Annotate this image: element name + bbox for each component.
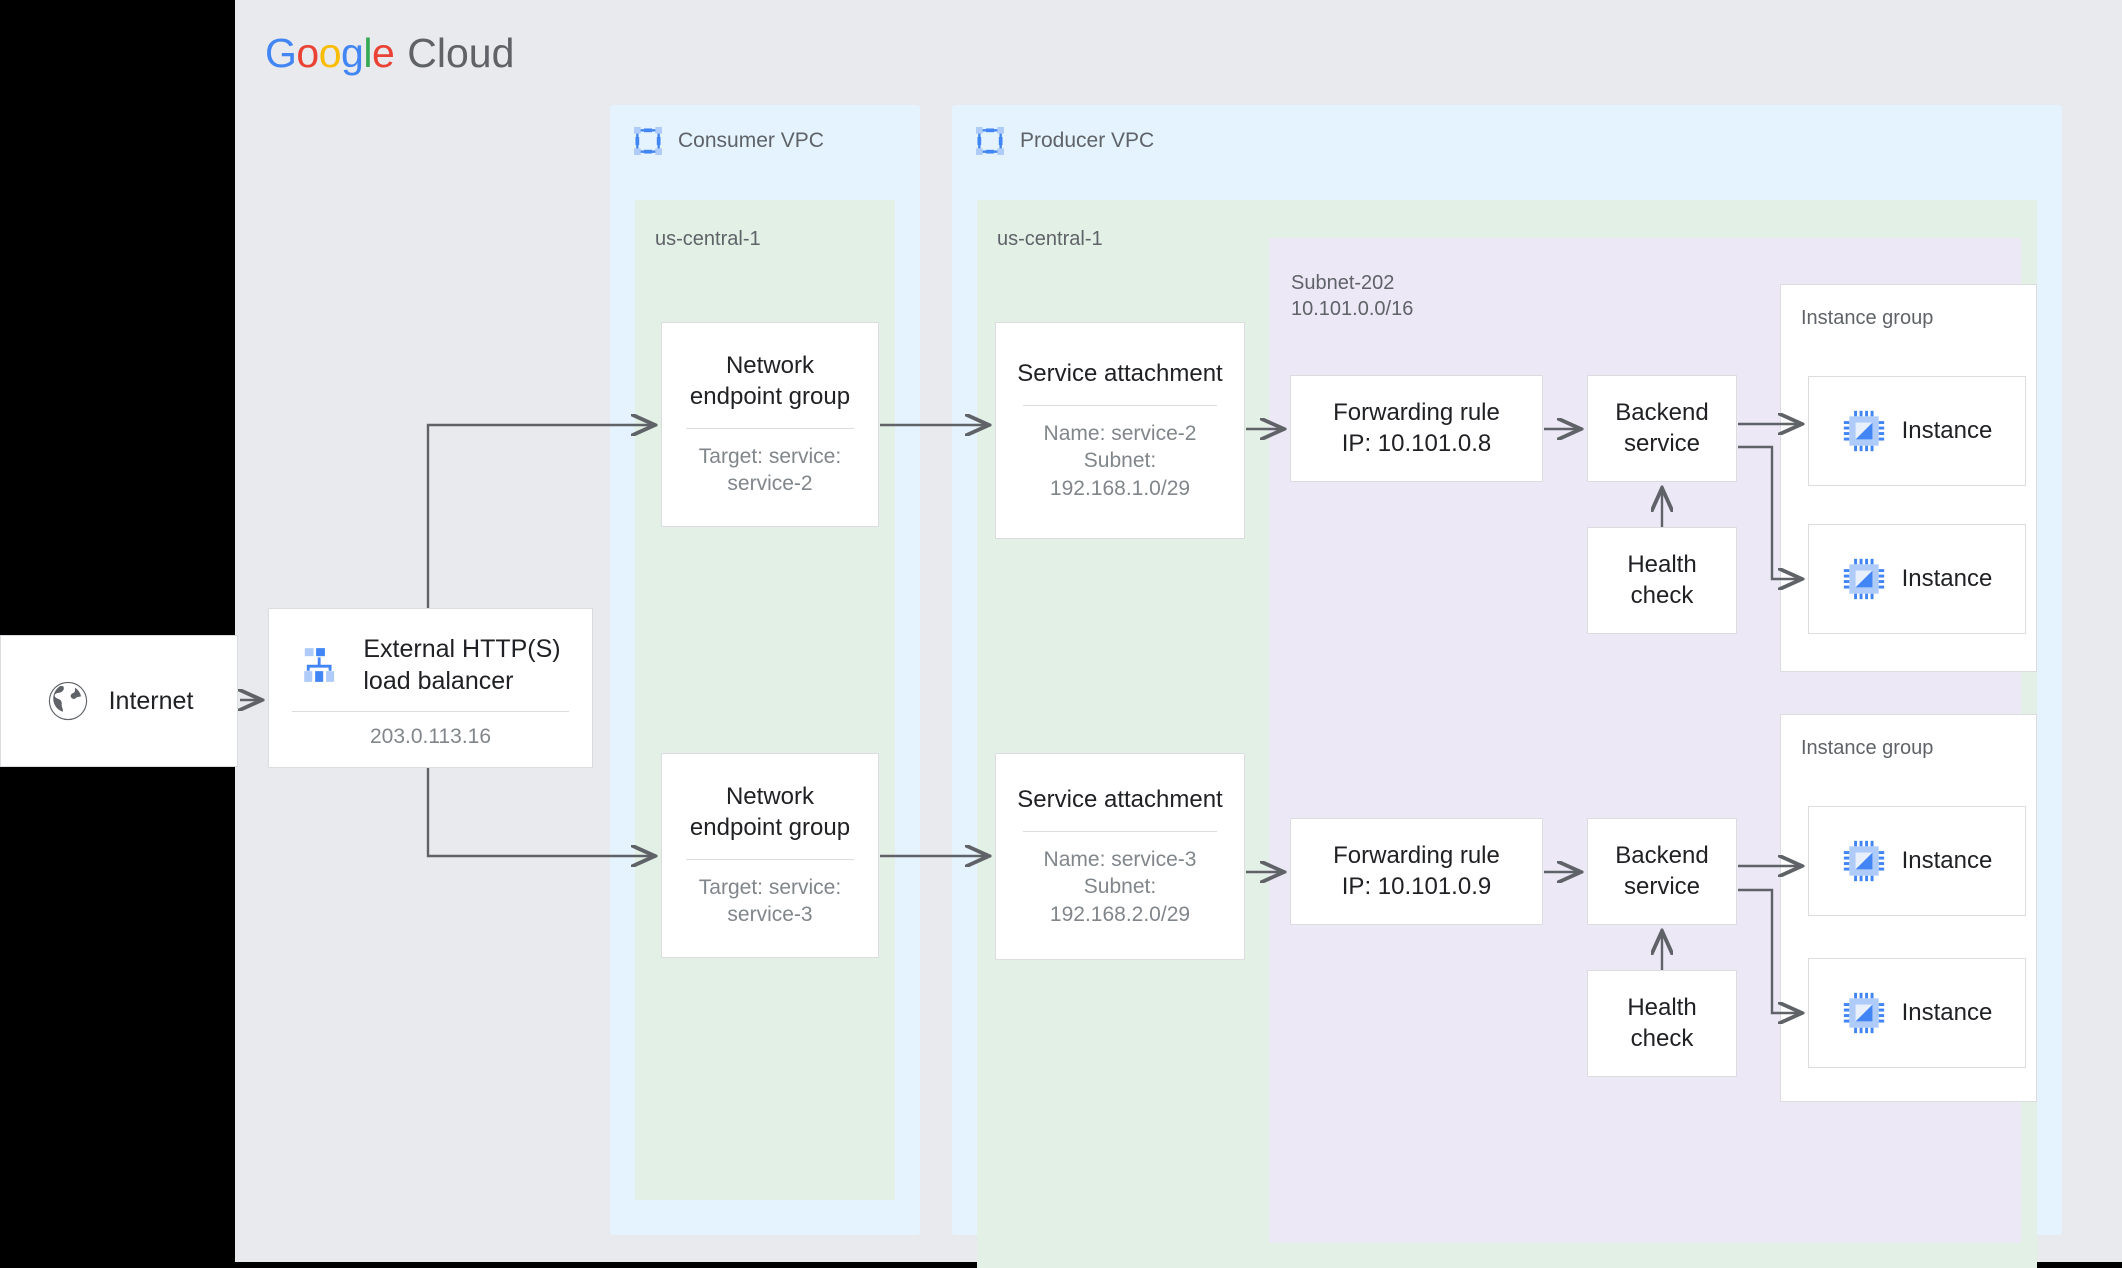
neg1-title-line1: Network: [725, 352, 814, 380]
lb-divider: [291, 711, 570, 712]
forwarding-rule-2[interactable]: Forwarding rule IP: 10.101.0.9: [1290, 818, 1543, 925]
logo-letter-e: e: [371, 30, 395, 76]
instance-group-1-label: Instance group: [1801, 307, 1934, 329]
fr2-line1: Forwarding rule: [1333, 841, 1500, 869]
instance-2-1-label: Instance: [1901, 847, 1993, 874]
sa2-title: Service attachment: [1017, 786, 1223, 814]
instance-1-2-label: Instance: [1901, 565, 1993, 592]
backend-service-2[interactable]: Backend service: [1587, 818, 1737, 925]
load-balancer-icon: [304, 648, 335, 682]
producer-vpc-title: Producer VPC: [1020, 129, 1155, 152]
sa1-sub-line1: Name: service-2: [1043, 421, 1197, 445]
load-balancer-node[interactable]: External HTTP(S) load balancer 203.0.113…: [268, 608, 593, 768]
instance-1-1-label: Instance: [1901, 417, 1993, 444]
lb-title-line2: load balancer: [363, 667, 514, 695]
sa2-sub-line2: Subnet:: [1083, 875, 1157, 899]
lb-ip-address: 203.0.113.16: [369, 725, 492, 748]
instance-icon: [1843, 992, 1884, 1034]
instance-1-1[interactable]: Instance: [1808, 376, 2026, 486]
logo-letter-g2: g: [341, 30, 364, 76]
consumer-vpc-container: Consumer VPC us-central-1: [610, 105, 920, 1235]
neg1-sub-line1: Target: service:: [698, 444, 842, 468]
health-check-1[interactable]: Health check: [1587, 527, 1737, 634]
network-endpoint-group-2[interactable]: Network endpoint group Target: service: …: [661, 753, 879, 958]
logo-cloud-word: Cloud: [407, 30, 515, 76]
neg1-title-line2: endpoint group: [689, 383, 851, 411]
globe-icon: [48, 681, 87, 721]
instance-icon: [1843, 840, 1884, 882]
neg2-title-line2: endpoint group: [689, 814, 851, 842]
vpc-icon: [976, 127, 1004, 155]
producer-region-label: us-central-1: [997, 228, 1103, 250]
instance-1-2[interactable]: Instance: [1808, 524, 2026, 634]
lb-title-line1: External HTTP(S): [363, 635, 561, 663]
hc1-line1: Health: [1627, 550, 1697, 578]
logo-letter-o1: o: [296, 30, 319, 76]
neg2-sub-line1: Target: service:: [698, 875, 842, 899]
consumer-vpc-title: Consumer VPC: [678, 129, 824, 152]
bs2-line2: service: [1623, 872, 1701, 900]
bs2-line1: Backend: [1615, 841, 1709, 869]
hc2-line1: Health: [1627, 993, 1697, 1021]
sa2-sub-line3: 192.168.2.0/29: [1049, 902, 1191, 926]
health-check-2[interactable]: Health check: [1587, 970, 1737, 1077]
subnet-name: Subnet-202: [1291, 272, 1395, 294]
fr2-line2: IP: 10.101.0.9: [1341, 872, 1492, 900]
internet-label: Internet: [108, 686, 194, 715]
vpc-icon: [634, 127, 662, 155]
sa1-sub-line3: 192.168.1.0/29: [1049, 476, 1191, 500]
instance-2-1[interactable]: Instance: [1808, 806, 2026, 916]
bs1-line1: Backend: [1615, 398, 1709, 426]
backend-service-1[interactable]: Backend service: [1587, 375, 1737, 482]
neg1-divider: [685, 427, 855, 429]
sa1-title: Service attachment: [1017, 360, 1223, 388]
sa2-divider: [1023, 830, 1217, 832]
network-endpoint-group-1[interactable]: Network endpoint group Target: service: …: [661, 322, 879, 527]
bs1-line2: service: [1623, 429, 1701, 457]
google-cloud-logo: G o o g l e Cloud: [265, 30, 514, 77]
instance-icon: [1843, 410, 1884, 452]
instance-2-2[interactable]: Instance: [1808, 958, 2026, 1068]
internet-node[interactable]: Internet: [0, 635, 238, 767]
logo-letter-o2: o: [318, 30, 342, 76]
producer-vpc-header: Producer VPC: [974, 125, 1154, 157]
fr1-line2: IP: 10.101.0.8: [1341, 429, 1492, 457]
neg2-sub-line2: service-3: [727, 903, 813, 927]
instance-group-2-label: Instance group: [1801, 737, 1934, 759]
sa1-divider: [1023, 404, 1217, 406]
instance-icon: [1843, 558, 1884, 600]
neg2-divider: [685, 858, 855, 860]
logo-letter-g: G: [265, 30, 297, 76]
subnet-cidr: 10.101.0.0/16: [1291, 297, 1414, 320]
sa1-sub-line2: Subnet:: [1083, 449, 1157, 473]
consumer-region-label: us-central-1: [655, 228, 761, 250]
logo-letter-l: l: [363, 30, 372, 76]
forwarding-rule-1[interactable]: Forwarding rule IP: 10.101.0.8: [1290, 375, 1543, 482]
hc1-line2: check: [1630, 581, 1694, 609]
consumer-vpc-header: Consumer VPC: [632, 125, 824, 157]
service-attachment-2[interactable]: Service attachment Name: service-3 Subne…: [995, 753, 1245, 960]
fr1-line1: Forwarding rule: [1333, 398, 1500, 426]
sa2-sub-line1: Name: service-3: [1043, 847, 1197, 871]
neg2-title-line1: Network: [725, 783, 814, 811]
service-attachment-1[interactable]: Service attachment Name: service-2 Subne…: [995, 322, 1245, 539]
hc2-line2: check: [1630, 1024, 1694, 1052]
instance-2-2-label: Instance: [1901, 999, 1993, 1026]
neg1-sub-line2: service-2: [727, 472, 813, 496]
